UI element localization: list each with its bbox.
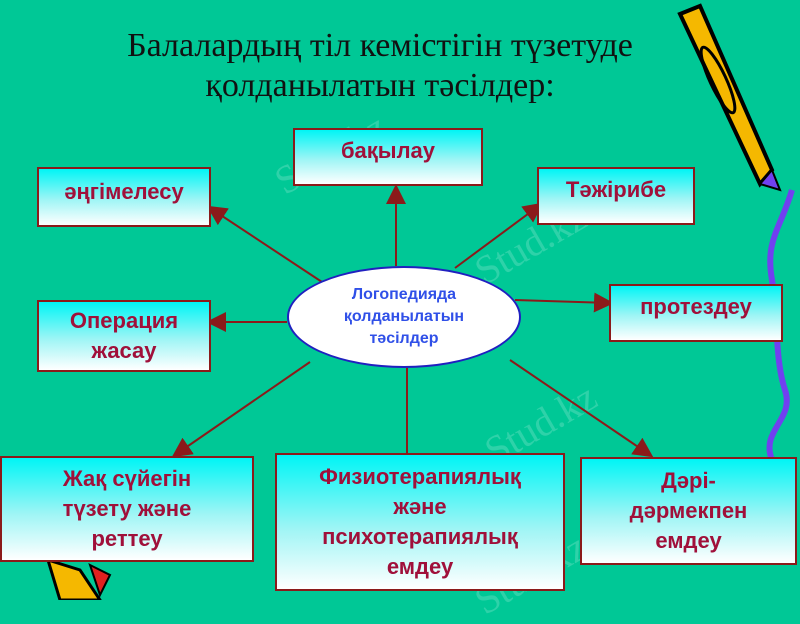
node-label: емдеу bbox=[655, 528, 722, 553]
node-jaw-correction: Жақ сүйегін түзету және реттеу bbox=[0, 456, 254, 562]
node-medication: Дәрі- дәрмекпен емдеу bbox=[580, 457, 797, 565]
center-label: тәсілдер bbox=[369, 330, 439, 347]
node-label: Тәжірибе bbox=[565, 177, 667, 202]
title-line-2: қолданылатын тәсілдер: bbox=[205, 67, 555, 104]
node-therapy: Физиотерапиялық және психотерапиялық емд… bbox=[275, 453, 565, 591]
node-label: Жақ сүйегін bbox=[62, 466, 192, 491]
node-prosthetics: протездеу bbox=[609, 284, 783, 342]
node-label: дәрмекпен bbox=[629, 498, 748, 523]
node-label: және bbox=[393, 494, 447, 519]
center-label: қолданылатын bbox=[343, 308, 465, 325]
node-label: Физиотерапиялық bbox=[319, 464, 521, 489]
center-label: Логопедияда bbox=[351, 286, 457, 303]
node-label: психотерапиялық bbox=[322, 524, 518, 549]
page-title: Балалардың тіл кемістігін түзетуде қолда… bbox=[60, 26, 700, 106]
title-line-1: Балалардың тіл кемістігін түзетуде bbox=[127, 27, 633, 64]
node-label: протездеу bbox=[640, 294, 752, 319]
pencil-stub-icon bbox=[45, 557, 112, 600]
node-experiment: Тәжірибе bbox=[537, 167, 695, 225]
node-surgery: Операция жасау bbox=[37, 300, 211, 372]
pencil-icon bbox=[677, 3, 782, 192]
node-label: емдеу bbox=[386, 554, 454, 579]
node-label: реттеу bbox=[91, 526, 163, 551]
node-label: Дәрі- bbox=[661, 468, 716, 493]
node-label: бақылау bbox=[340, 138, 436, 163]
node-observation: бақылау bbox=[293, 128, 483, 186]
node-label: түзету және bbox=[62, 496, 192, 521]
center-ellipse: Логопедияда қолданылатын тәсілдер bbox=[287, 266, 521, 368]
node-conversation: әңгімелесу bbox=[37, 167, 211, 227]
node-label: Операция bbox=[69, 308, 179, 333]
node-label: жасау bbox=[91, 338, 157, 363]
node-label: әңгімелесу bbox=[64, 179, 184, 204]
